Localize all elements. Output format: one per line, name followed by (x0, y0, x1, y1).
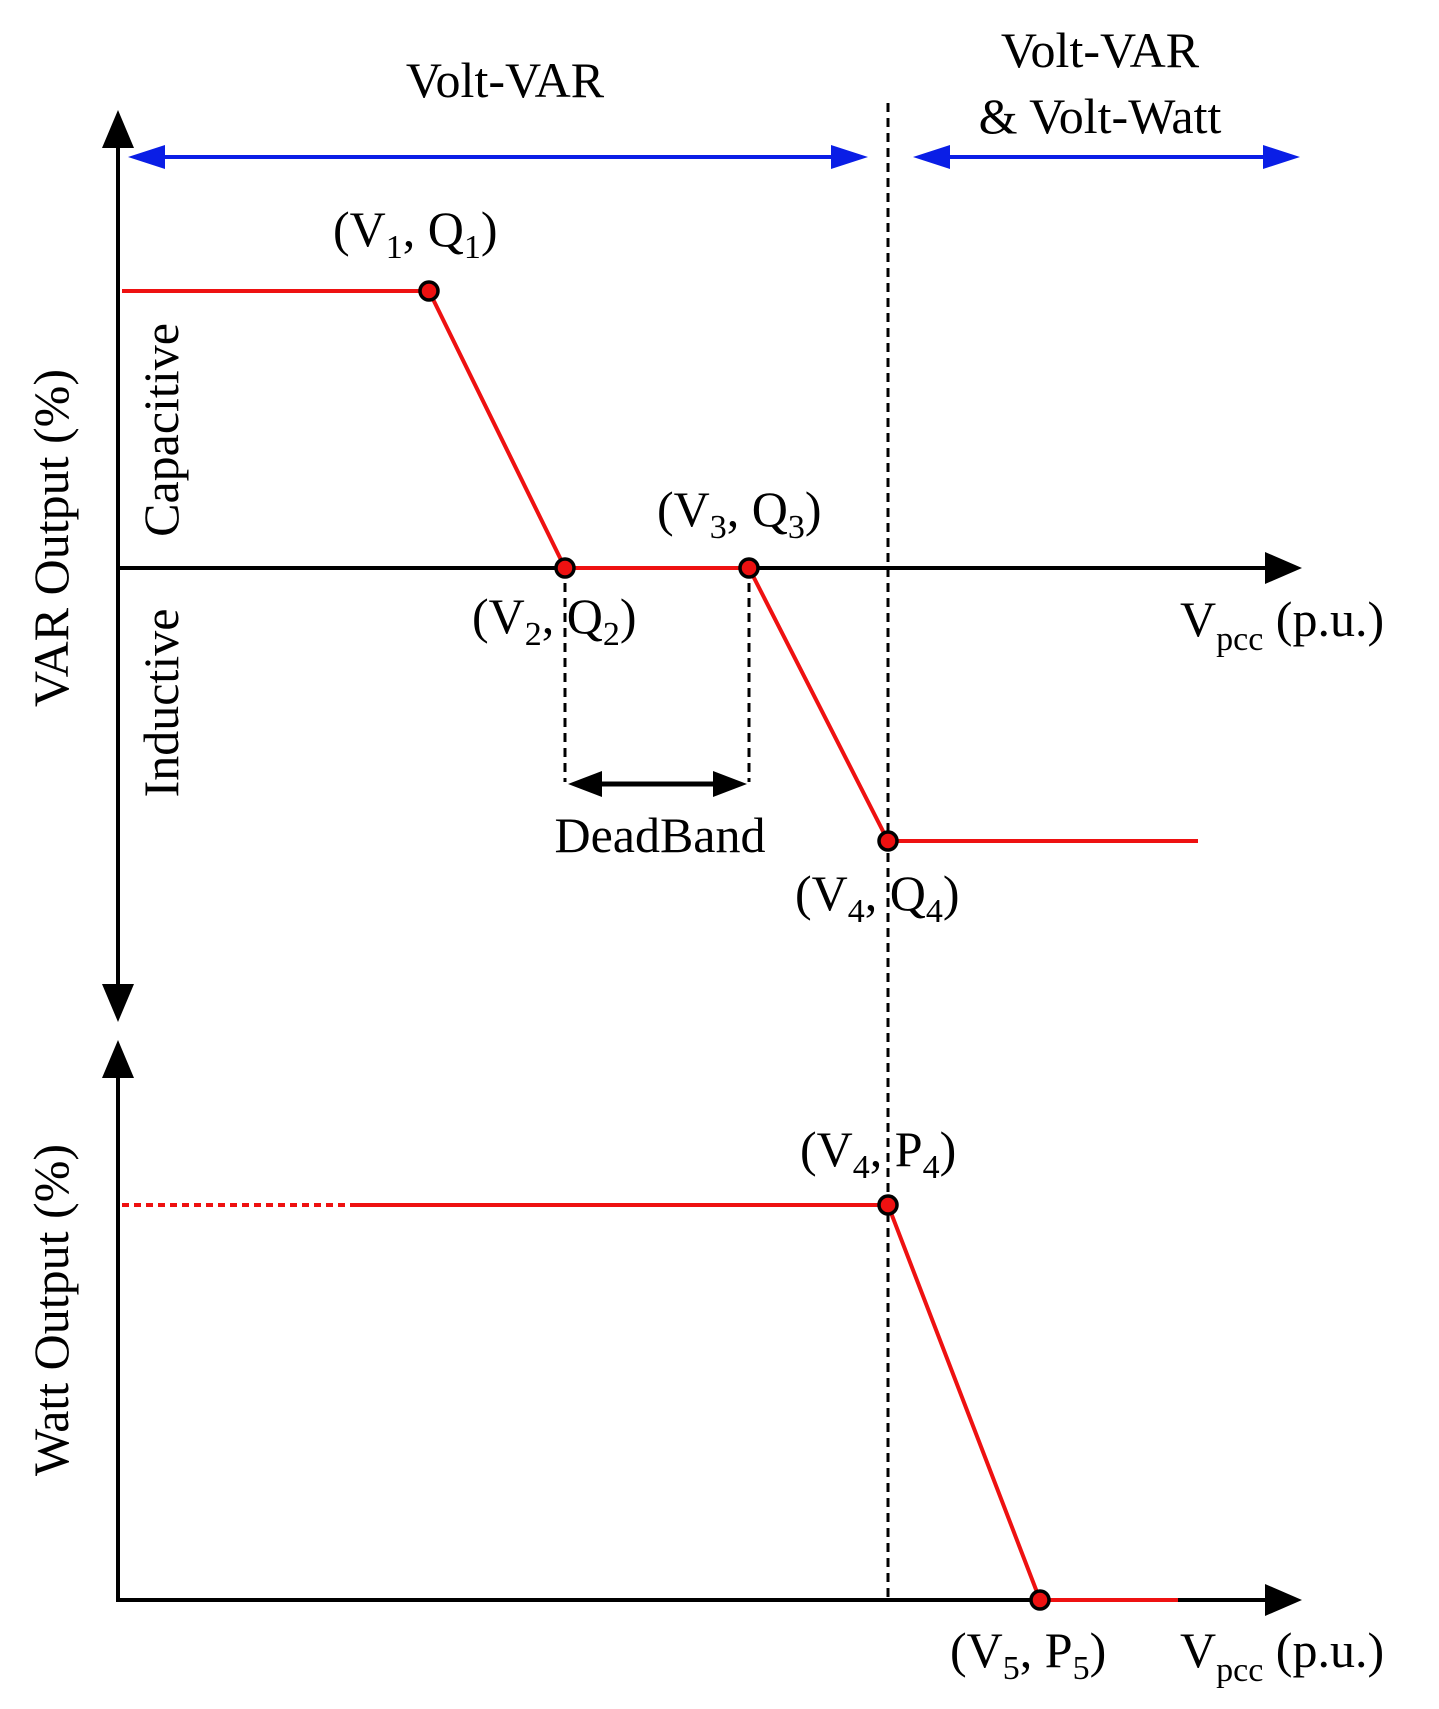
watt-point-4-label: (V4, P4) (800, 1121, 956, 1186)
deadband-arrow (568, 771, 747, 797)
deadband-label: DeadBand (554, 807, 765, 863)
volt-watt-curve (352, 1203, 1178, 1602)
var-y-axis-label: VAR Output (%) (23, 369, 79, 707)
watt-point-5 (1029, 1589, 1051, 1611)
region-annotations: Volt-VAR Volt-VAR & Volt-Watt (128, 22, 1300, 169)
var-panel: VAR Output (%) Capacitive Inductive Vpcc… (23, 110, 1384, 1022)
watt-panel: Watt Output (%) Vpcc (p.u.) (V4, P4) (V5… (23, 1040, 1384, 1689)
combined-range-arrow (913, 145, 1300, 169)
volt-var-region-label: Volt-VAR (406, 52, 605, 108)
var-point-1 (418, 280, 440, 302)
watt-point-4 (877, 1194, 899, 1216)
volt-var-curve (122, 289, 1198, 843)
var-x-axis-label: Vpcc (p.u.) (1180, 591, 1384, 658)
volt-var-range-arrow (128, 145, 868, 169)
var-point-2 (554, 557, 576, 579)
var-point-4 (877, 830, 899, 852)
var-point-3-label: (V3, Q3) (657, 481, 822, 546)
combined-region-label-line2: & Volt-Watt (979, 88, 1222, 144)
watt-y-axis-label: Watt Output (%) (23, 1144, 79, 1476)
combined-region-label-line1: Volt-VAR (1001, 22, 1200, 78)
watt-point-5-label: (V5, P5) (950, 1622, 1106, 1687)
var-point-1-label: (V1, Q1) (333, 201, 498, 266)
watt-x-axis-label: Vpcc (p.u.) (1180, 1622, 1384, 1689)
inductive-label: Inductive (133, 609, 189, 798)
var-point-4-label: (V4, Q4) (795, 865, 960, 930)
var-point-3 (738, 557, 760, 579)
var-point-2-label: (V2, Q2) (472, 588, 637, 653)
watt-y-axis (102, 1040, 134, 1600)
capacitive-label: Capacitive (133, 323, 189, 537)
var-y-axis (102, 110, 134, 1022)
